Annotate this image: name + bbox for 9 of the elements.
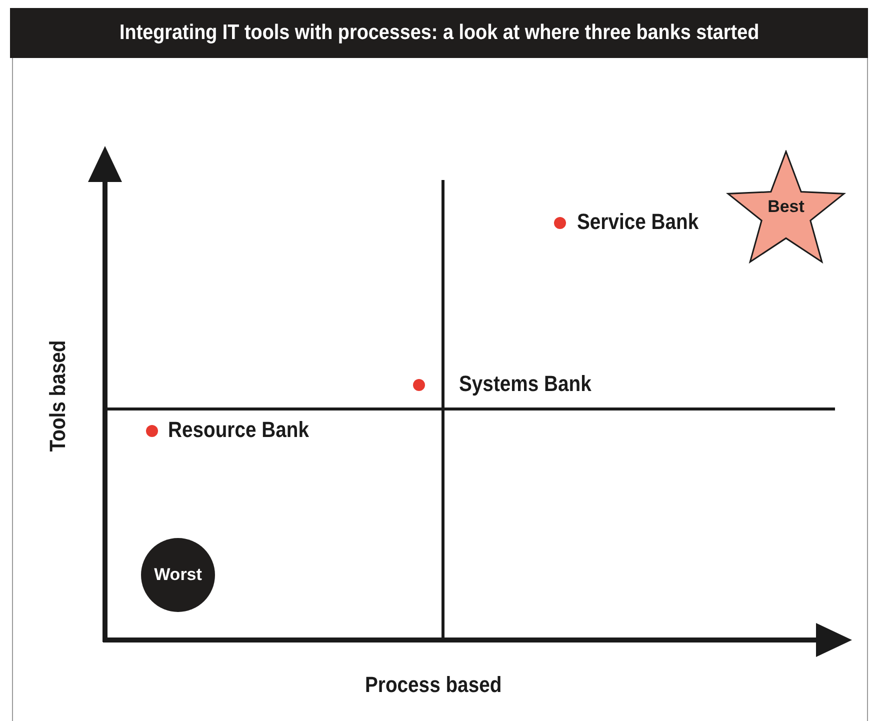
point-label: Service Bank: [577, 209, 699, 235]
point-label: Systems Bank: [459, 371, 592, 397]
title: Integrating IT tools with processes: a look at where three banks started: [119, 21, 759, 45]
circle-shape: [141, 538, 215, 612]
axis-title: Tools based: [45, 340, 71, 452]
node-label: Worst: [154, 565, 202, 585]
node-label: Best: [768, 196, 804, 217]
axis-title: Process based: [365, 672, 502, 698]
point-label: Resource Bank: [168, 417, 309, 443]
